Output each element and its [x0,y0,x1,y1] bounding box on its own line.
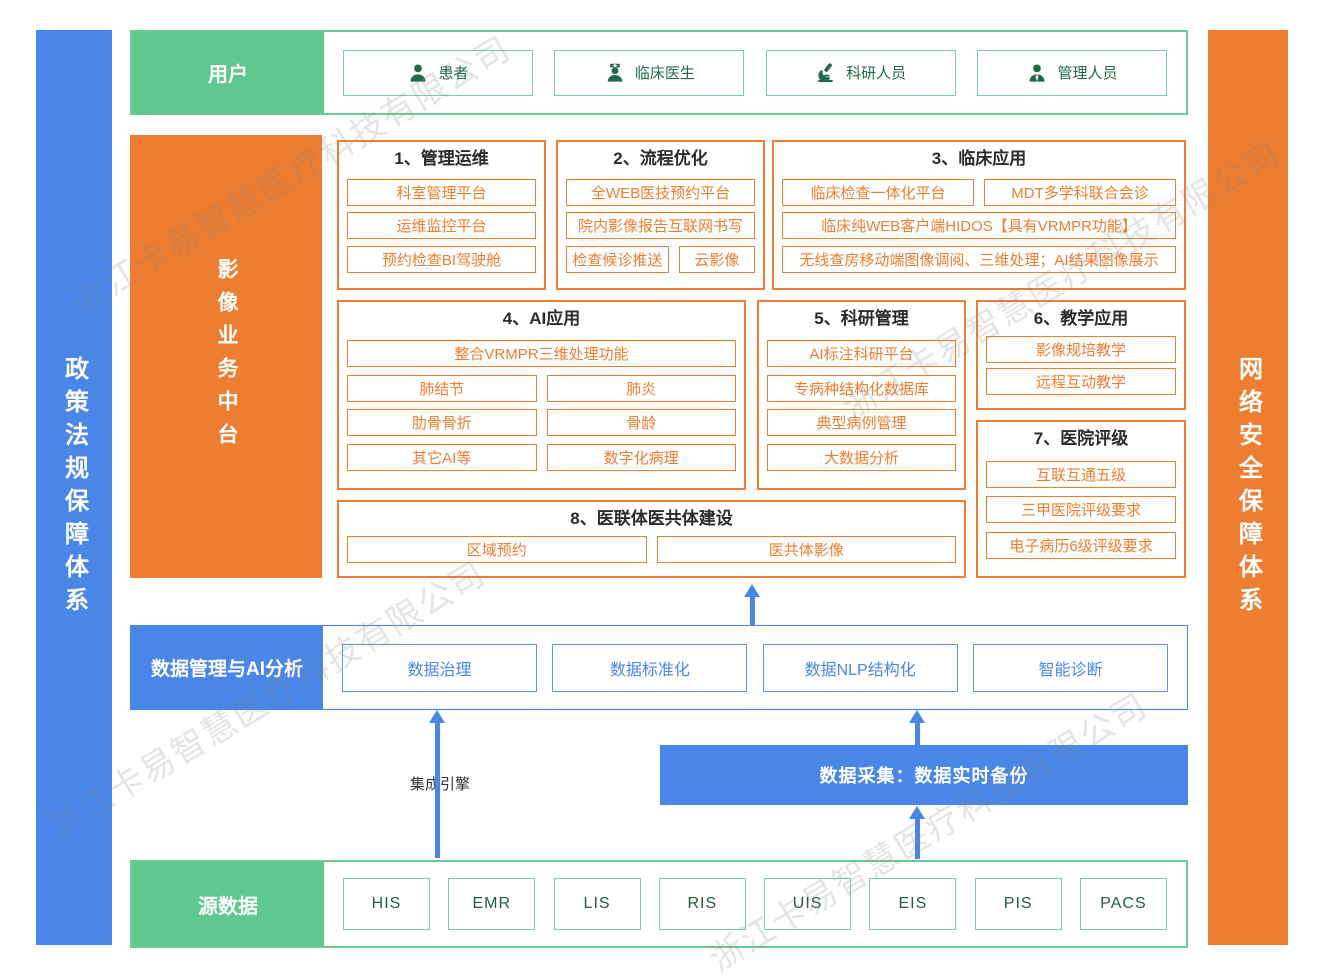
platform-item: 互联互通五级 [986,460,1176,488]
platform-item: 科室管理平台 [347,178,536,206]
integration-engine-label: 集成引擎 [409,776,470,793]
group-medical-alliance: 8、医联体医共体建设 区域预约 医共体影像 [337,500,966,578]
network-security-bar: 网络安全保障体系 [1208,30,1288,945]
source-system: LIS [553,878,641,930]
users-label: 用户 [132,32,324,113]
platform-item: 骨龄 [546,409,736,437]
group-ai-application: 4、AI应用 整合VRMPR三维处理功能 肺结节 肺炎 肋骨骨折 骨龄 其它AI… [337,300,746,490]
arrow-integration-engine [429,710,445,858]
user-manager: 管理人员 [976,49,1167,96]
platform-item: 影像规培教学 [986,336,1176,364]
user-label: 管理人员 [1057,65,1118,82]
data-management-section: 数据管理与AI分析 数据治理 数据标准化 数据NLP结构化 智能诊断 [130,625,1188,710]
data-mgmt-item: 数据标准化 [552,643,748,692]
platform-item: 数字化病理 [546,444,736,472]
platform-item: 整合VRMPR三维处理功能 [347,339,736,367]
platform-item: 运维监控平台 [347,212,536,239]
platform-item: 云影像 [678,245,755,273]
source-system: EIS [869,878,957,930]
source-system: UIS [764,878,852,930]
platform-item: 电子病历6级评级要求 [986,531,1176,559]
group-title: 1、管理运维 [394,149,489,168]
arrow-collection-to-datamgmt [909,710,925,746]
platform-item: 专病种结构化数据库 [767,374,956,402]
source-system: PIS [974,878,1062,930]
users-items: 患者 临床医生 科研人员 管理人员 [324,32,1186,113]
platform-item: 院内影像报告互联网书写 [566,212,755,239]
patient-icon [407,62,429,84]
users-section: 用户 患者 临床医生 科研人员 [130,30,1188,115]
platform-item: 无线查房移动端图像调阅、三维处理；AI结果图像展示 [782,245,1176,273]
user-doctor: 临床医生 [554,49,745,96]
group-title: 7、医院评级 [1033,429,1129,448]
source-system: EMR [448,878,536,930]
platform-item: 其它AI等 [347,444,537,472]
user-researcher: 科研人员 [765,49,956,96]
platform-item: 全WEB医技预约平台 [566,178,755,206]
platform-item: 三甲医院评级要求 [986,496,1176,523]
group-hospital-rating: 7、医院评级 互联互通五级 三甲医院评级要求 电子病历6级评级要求 [976,420,1186,578]
platform-item: 大数据分析 [767,444,956,472]
platform-item: 典型病例管理 [767,409,956,437]
platform-item: 检查候诊推送 [566,245,669,273]
group-process-optimization: 2、流程优化 全WEB医技预约平台 院内影像报告互联网书写 检查候诊推送 云影像 [556,140,765,290]
platform-item: MDT多学科联合会诊 [984,178,1176,206]
source-data-section: 源数据 HIS EMR LIS RIS UIS EIS PIS PACS [130,860,1188,948]
group-management-ops: 1、管理运维 科室管理平台 运维监控平台 预约检查BI驾驶舱 [337,140,546,290]
platform-item: 医共体影像 [656,536,956,563]
imaging-platform-label: 影像业务中台 [130,135,322,578]
group-title: 6、教学应用 [1033,309,1129,328]
group-title: 8、医联体医共体建设 [570,509,733,528]
platform-item: 肋骨骨折 [347,409,537,437]
platform-item: 临床检查一体化平台 [782,178,974,206]
platform-item: AI标注科研平台 [767,339,956,367]
source-data-label: 源数据 [132,862,324,946]
manager-icon [1026,62,1048,84]
arrow-datamgmt-to-platform [744,584,760,625]
group-title: 5、科研管理 [814,309,909,328]
group-research-management: 5、科研管理 AI标注科研平台 专病种结构化数据库 典型病例管理 大数据分析 [757,300,966,490]
group-title: 3、临床应用 [931,149,1027,168]
data-collection-box: 数据采集：数据实时备份 [660,745,1188,805]
source-system: PACS [1079,878,1167,930]
group-title: 2、流程优化 [613,149,708,168]
source-system: RIS [658,878,746,930]
platform-item: 区域预约 [347,536,647,563]
data-management-items: 数据治理 数据标准化 数据NLP结构化 智能诊断 [323,626,1187,709]
platform-item: 预约检查BI驾驶舱 [347,245,536,273]
user-label: 患者 [438,65,469,82]
user-label: 临床医生 [634,65,695,82]
user-label: 科研人员 [846,65,907,82]
platform-item: 远程互动教学 [986,367,1176,395]
source-system: HIS [343,878,430,930]
data-management-label: 数据管理与AI分析 [131,626,323,709]
group-title: 4、AI应用 [502,309,581,328]
data-mgmt-item: 数据NLP结构化 [762,643,958,692]
platform-item: 肺炎 [546,374,736,402]
data-mgmt-item: 数据治理 [342,643,537,692]
data-mgmt-item: 智能诊断 [972,643,1168,692]
group-clinical-application: 3、临床应用 临床检查一体化平台 MDT多学科联合会诊 临床纯WEB客户端HID… [772,140,1186,290]
doctor-icon [604,62,626,84]
group-teaching-application: 6、教学应用 影像规培教学 远程互动教学 [976,300,1186,410]
platform-item: 肺结节 [347,374,537,402]
source-data-items: HIS EMR LIS RIS UIS EIS PIS PACS [324,862,1186,946]
policy-regulation-bar: 政策法规保障体系 [36,30,112,945]
platform-item: 临床纯WEB客户端HIDOS【具有VRMPR功能】 [782,212,1176,239]
microscope-icon [815,62,837,84]
arrow-sources-to-collection [909,806,925,859]
user-patient: 患者 [343,49,533,96]
